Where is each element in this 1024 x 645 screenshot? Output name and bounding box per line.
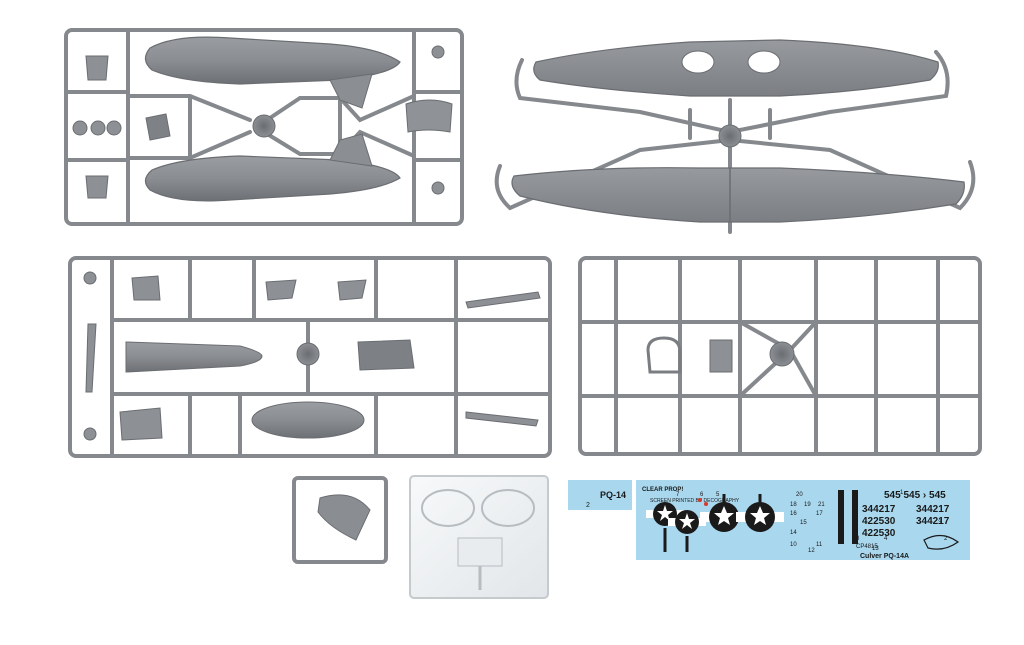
decal-product-code: CP4815 — [856, 544, 878, 550]
decal-red-dot-2 — [704, 502, 708, 506]
clear-windscreen — [457, 537, 503, 567]
sprue-d-hub — [769, 341, 795, 367]
part-cowling-long — [125, 341, 263, 373]
wing-opening-left — [681, 50, 715, 74]
decal-num-12: 12 — [808, 548, 815, 554]
part-engine-block — [357, 339, 415, 371]
fuselage-half-lower — [144, 155, 401, 202]
part-cowl-a — [85, 55, 109, 81]
decal-code-row2-left: 344217 — [862, 504, 896, 515]
part-wheel-2 — [90, 120, 106, 136]
decal-num-3: 3 — [938, 520, 942, 526]
decal-num-1: 1 — [900, 490, 904, 496]
part-panel-a — [131, 275, 161, 301]
part-wheel-3 — [106, 120, 122, 136]
sprue-b-hub — [718, 124, 742, 148]
part-wheel-1 — [72, 120, 88, 136]
decal-num-9: 9 — [838, 536, 842, 542]
decal-num-14: 14 — [790, 530, 797, 536]
wing-upper — [533, 39, 939, 97]
decal-num-2: 2 — [944, 536, 948, 542]
clear-canopy-right — [481, 489, 535, 527]
decal-num-21: 21 — [818, 502, 825, 508]
decal-num-20: 20 — [796, 492, 803, 498]
part-strut-2 — [465, 411, 539, 427]
sprue-a-hub — [252, 114, 276, 138]
decal-code-row2-right: 344217 — [916, 504, 950, 515]
decal-title: Culver PQ-14A — [860, 553, 909, 560]
decal-sheet: CLEAR PROP! SCREEN PRINTED BY DECOGRAPHY — [636, 480, 970, 560]
decal-num-19: 19 — [804, 502, 811, 508]
decal-num-15: 15 — [800, 520, 807, 526]
decal-printer-note: SCREEN PRINTED BY DECOGRAPHY — [650, 498, 740, 504]
small-decal: PQ-14 2 — [568, 480, 632, 510]
decal-code-row1: 545 545 › 545 — [884, 490, 946, 501]
decal-num-5: 5 — [716, 492, 720, 498]
part-panel-c — [337, 279, 367, 301]
part-cowl-b — [85, 175, 109, 199]
decal-num-10: 10 — [790, 542, 797, 548]
part-panel-d — [119, 407, 163, 441]
decal-code-row3-left: 422530 — [862, 516, 896, 527]
part-small-2 — [431, 181, 445, 195]
decal-num-11: 11 — [816, 542, 823, 548]
sprue-e-frame — [292, 476, 388, 564]
roundel-stems — [663, 494, 762, 552]
decal-logo — [923, 534, 960, 550]
part-strut-1 — [465, 291, 541, 309]
decal-num-4: 4 — [884, 536, 888, 542]
decal-red-dot-1 — [698, 498, 702, 502]
tail-fin-lower — [329, 133, 373, 167]
decal-bar-1 — [838, 490, 844, 544]
small-decal-label: PQ-14 — [600, 490, 626, 500]
sprue-a-fuselage — [64, 28, 464, 226]
wing-lower — [511, 167, 965, 223]
decal-num-7: 7 — [676, 492, 680, 498]
part-small-1 — [431, 45, 445, 59]
part-cowling-lower — [251, 401, 365, 439]
decal-code-row3-right: 344217 — [916, 516, 950, 527]
roundel-2 — [668, 510, 706, 534]
clear-sprue — [409, 475, 549, 599]
part-seat — [145, 113, 171, 141]
decal-num-6: 6 — [700, 492, 704, 498]
part-wheel-c2 — [83, 427, 97, 441]
decal-brand: CLEAR PROP! — [642, 487, 683, 493]
decal-num-16: 16 — [790, 511, 797, 517]
decal-num-8: 8 — [856, 536, 860, 542]
part-seat-frame — [709, 339, 733, 373]
sprue-c-hub — [296, 342, 320, 366]
decal-bar-2 — [852, 490, 858, 544]
part-tail-small — [317, 494, 371, 541]
part-panel-b — [265, 279, 297, 301]
part-wheel-c1 — [83, 271, 97, 285]
part-canopy-frame — [405, 99, 453, 133]
decal-code-row4: 422530 — [862, 528, 896, 539]
wing-opening-right — [747, 50, 781, 74]
decal-num-17: 17 — [816, 511, 823, 517]
small-decal-number: 2 — [586, 502, 590, 509]
sprue-c-frame — [68, 256, 552, 458]
roundel-3 — [700, 502, 748, 532]
fuselage-half-upper — [144, 36, 401, 85]
decal-num-18: 18 — [790, 502, 797, 508]
part-frame-loop — [646, 336, 682, 374]
part-propeller — [85, 323, 97, 393]
clear-canopy-left — [421, 489, 475, 527]
tail-fin-upper — [329, 73, 373, 109]
decal-num-13: 13 — [872, 546, 879, 552]
roundel-4 — [736, 502, 784, 532]
